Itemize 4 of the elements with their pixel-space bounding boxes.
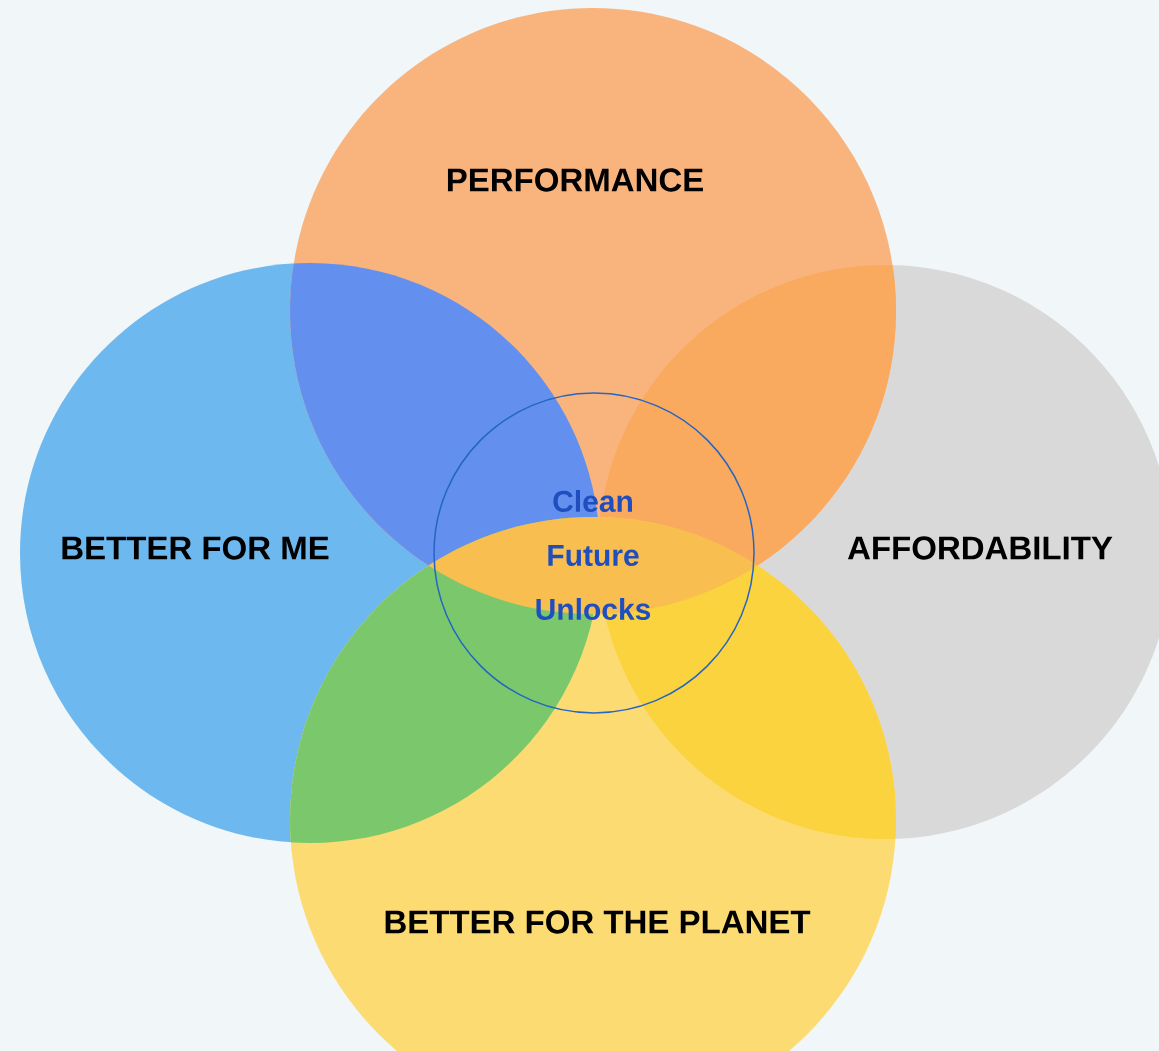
venn-label: BETTER FOR ME (62, 536, 329, 560)
venn-label: AFFORDABILITY (847, 536, 1113, 560)
venn-label: BETTER FOR THE PLANET (385, 910, 811, 934)
venn-label: PERFORMANCE (447, 168, 703, 192)
